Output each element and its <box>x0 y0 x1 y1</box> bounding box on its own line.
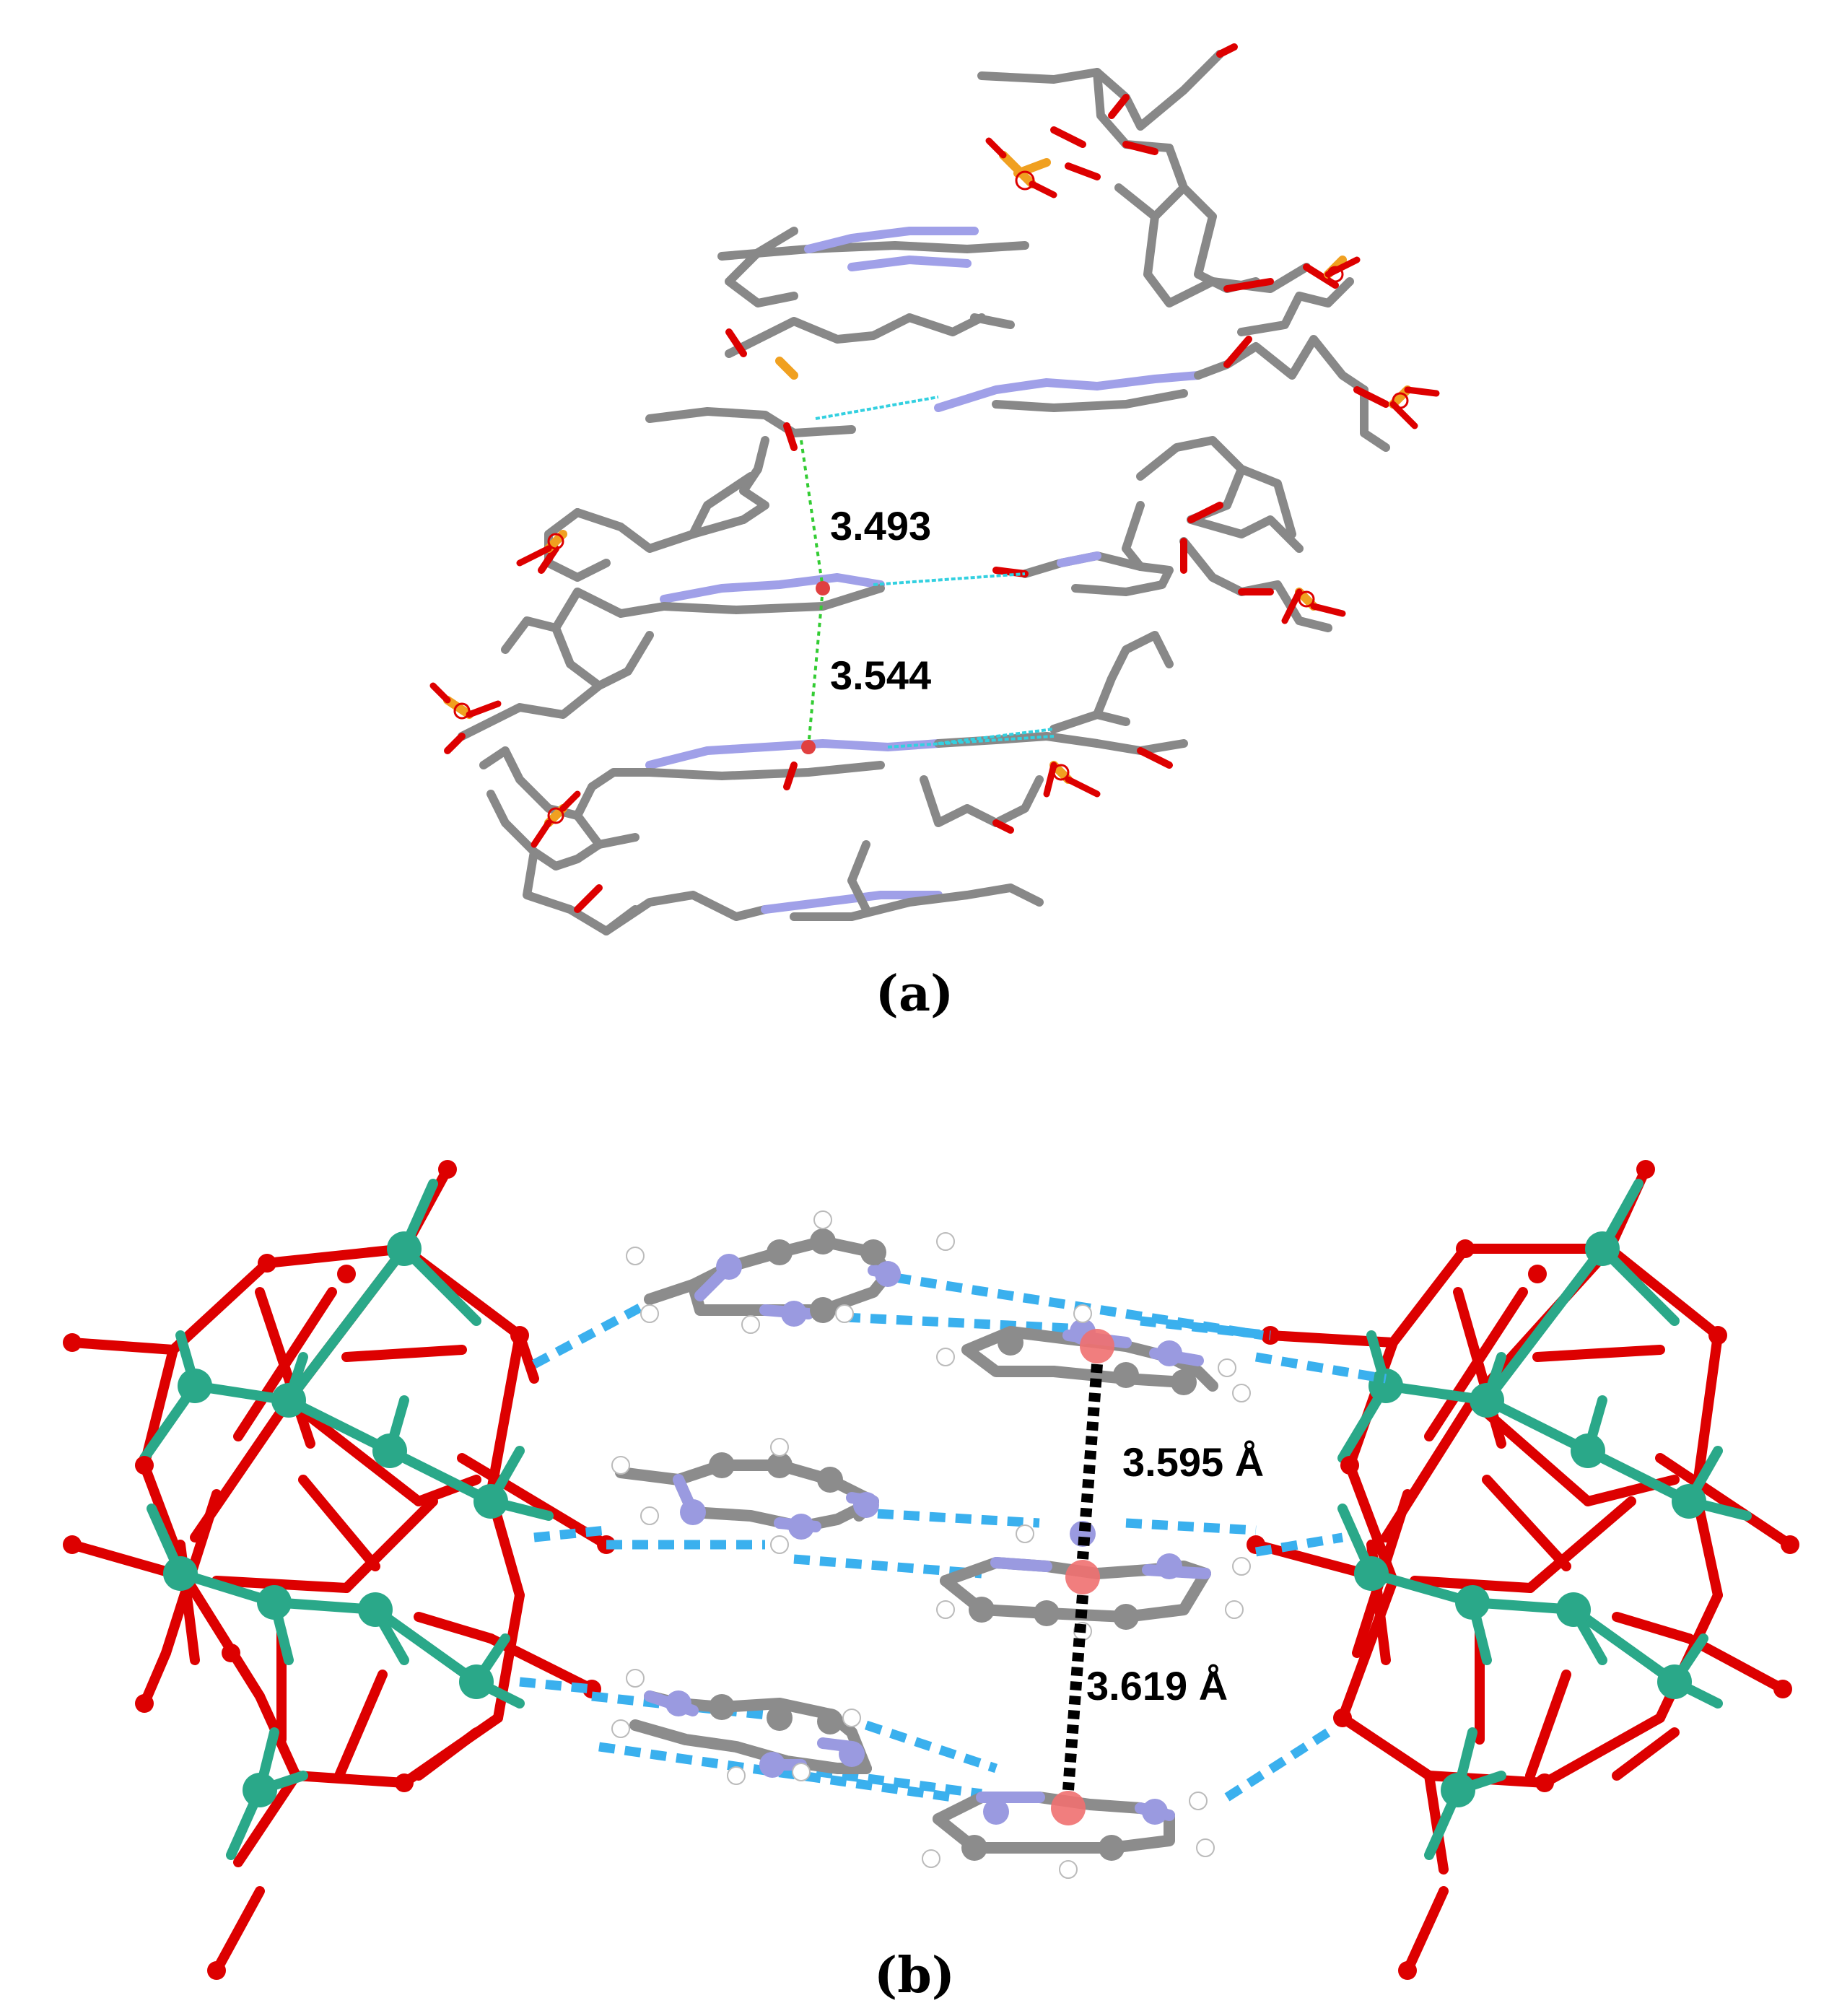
ring-centroids-a <box>801 581 830 754</box>
hydrogen-bond-lines <box>815 396 1055 749</box>
molecule-1 <box>626 1210 955 1334</box>
oxygen-bonds <box>444 43 1389 913</box>
phosphate-groups <box>429 137 1440 848</box>
dna-strand-backbone <box>458 50 1390 935</box>
distance-label-b-2: 3.619 Å <box>1086 1663 1228 1709</box>
panel-b-caption: (b) <box>874 1947 955 2004</box>
distance-label-a-2: 3.544 <box>830 653 931 698</box>
panel-b: 3.595 Å 3.619 Å (b) <box>63 1160 1799 2004</box>
distance-label-a-1: 3.493 <box>830 503 931 549</box>
molecule-5 <box>611 1669 872 1785</box>
stacking-line-green <box>800 440 824 748</box>
molecule-6 <box>922 1792 1215 1879</box>
distance-label-b-1: 3.595 Å <box>1122 1439 1264 1485</box>
ring-centroids-b <box>1051 1329 1114 1825</box>
organic-molecules-b <box>611 1210 1251 1879</box>
stacking-line-black <box>1062 1363 1103 1791</box>
molecule-3 <box>611 1438 879 1554</box>
left-polyoxometalate-cluster <box>63 1160 616 1980</box>
hydrogen-bonds-b <box>519 1273 1387 1802</box>
right-polyoxometalate-cluster <box>1247 1160 1799 1980</box>
panel-a-caption: (a) <box>876 965 953 1023</box>
panel-a: 3.493 3.544 (a) <box>429 43 1440 1023</box>
molecule-2 <box>936 1304 1251 1402</box>
